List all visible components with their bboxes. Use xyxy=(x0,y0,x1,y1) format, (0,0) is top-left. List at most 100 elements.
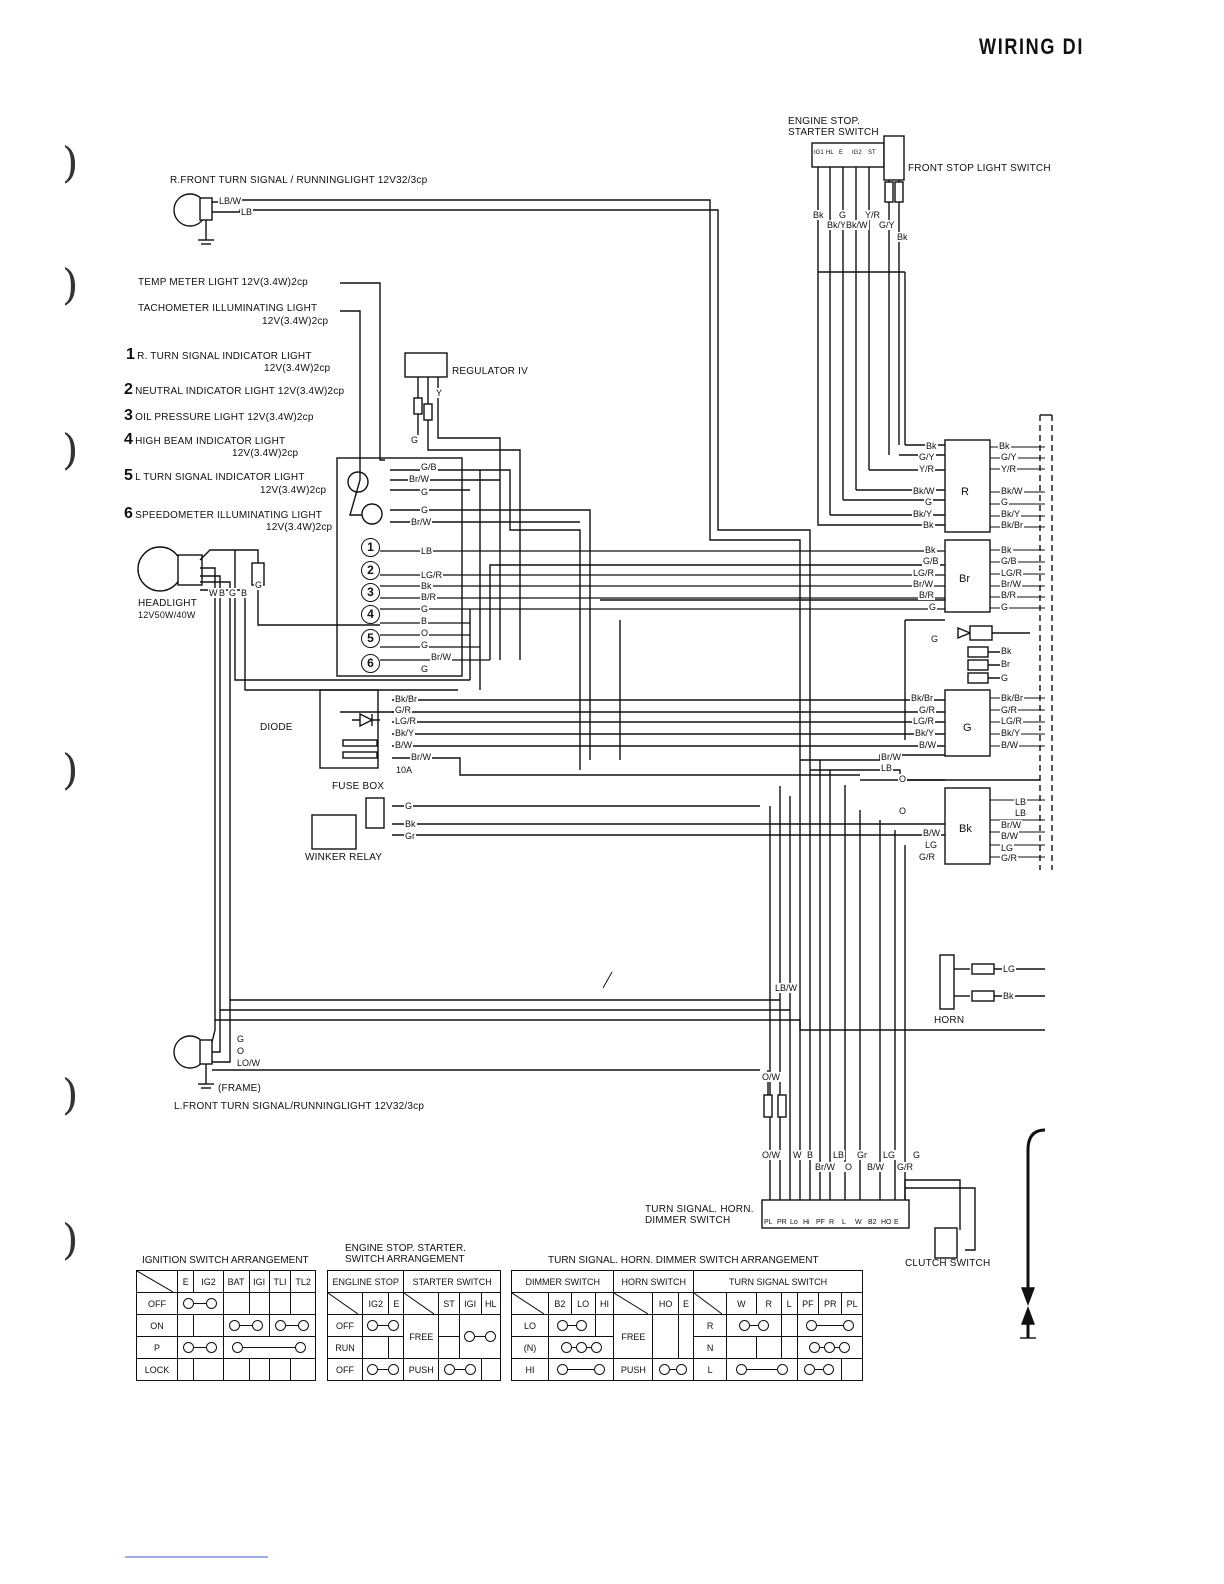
wire-label: O/W xyxy=(761,1072,781,1082)
col-e: E xyxy=(388,1292,405,1315)
connector-r-letter: R xyxy=(961,486,969,498)
dimmer-head: DIMMER SWITCH xyxy=(510,1270,615,1293)
wire-label: Br/W xyxy=(410,517,432,527)
engine-stop-table-caption-2: SWITCH ARRANGEMENT xyxy=(345,1254,465,1265)
connector-g xyxy=(944,689,991,757)
fuse-box-label: FUSE BOX xyxy=(332,781,385,792)
wire-label: G xyxy=(420,640,430,650)
diode-label: DIODE xyxy=(260,722,293,733)
wire-label: Br/W xyxy=(408,474,430,484)
binder-hole: ) xyxy=(62,1215,79,1264)
turn-switch-pin-ho: HO xyxy=(881,1219,892,1226)
wire-label: Br/W xyxy=(410,752,432,762)
ignition-corner xyxy=(136,1270,178,1293)
wire-label: B xyxy=(420,616,429,626)
col-r: R xyxy=(755,1292,782,1315)
wire-label: Bk xyxy=(922,520,935,530)
wire-label: G xyxy=(912,1150,922,1160)
turn-switch-pin-pl: PL xyxy=(764,1219,773,1226)
wire-label: O xyxy=(898,774,908,784)
turn-switch-label-2: DIMMER SWITCH xyxy=(645,1215,731,1226)
col-tl1: TLI xyxy=(268,1270,292,1293)
wire-label: B xyxy=(240,588,249,598)
col-hi: HI xyxy=(594,1292,615,1315)
wire-label: Bk xyxy=(1000,545,1013,555)
col-st: ST xyxy=(438,1292,460,1315)
wire-label: Bk/W xyxy=(1000,486,1024,496)
row-n-turn: N xyxy=(693,1336,728,1359)
page-title: WIRING DI xyxy=(979,34,1084,59)
wire-label: Y/R xyxy=(1000,464,1018,474)
engine-stop-pin-st: ST xyxy=(868,150,876,156)
col-ig1: IGI xyxy=(458,1292,482,1315)
turn-switch-label: TURN SIGNAL. HORN. xyxy=(645,1204,754,1215)
wire-label: B xyxy=(806,1150,815,1160)
col-ig2: IG2 xyxy=(193,1270,224,1293)
ignition-switch-table: E IG2 BAT IGI TLI TL2 OFF ON P LOCK xyxy=(136,1270,317,1381)
wire-label: G xyxy=(928,602,938,612)
wire-label: G xyxy=(1000,497,1010,507)
engine-stop-connector xyxy=(811,142,885,168)
row-push: PUSH xyxy=(403,1358,440,1381)
temp-meter-lamp xyxy=(347,471,369,493)
wire-label: Bk xyxy=(404,819,417,829)
wire-label: Br/W xyxy=(430,652,452,662)
n-turn-connection xyxy=(796,1336,863,1359)
turn-horn-dimmer-table: DIMMER SWITCH HORN SWITCH TURN SIGNAL SW… xyxy=(510,1270,863,1381)
col-pf: PF xyxy=(796,1292,820,1315)
wire-label: Bk/W xyxy=(845,220,869,230)
front-stop-switch-body xyxy=(883,135,905,181)
wire-label: Bk xyxy=(896,232,909,242)
wire-label: Br xyxy=(1000,659,1011,669)
engine-stop-pin-hl: HL xyxy=(826,150,834,156)
wire-label: Gr xyxy=(404,831,416,841)
wire-label: O xyxy=(844,1162,854,1172)
wire-label: Br/W xyxy=(1000,579,1022,589)
wire-label: LB xyxy=(880,763,894,773)
wire-label: B/W xyxy=(394,740,413,750)
ignition-table-caption: IGNITION SWITCH ARRANGEMENT xyxy=(142,1255,309,1266)
wire-label: Bk xyxy=(925,441,938,451)
col-e: E xyxy=(176,1270,195,1293)
dimmer-corner xyxy=(511,1292,549,1315)
col-tl2: TL2 xyxy=(290,1270,316,1293)
col-w: W xyxy=(726,1292,757,1315)
tachometer-rating: 12V(3.4W)2cp xyxy=(262,316,329,327)
col-l: L xyxy=(780,1292,798,1315)
connector-r xyxy=(944,439,991,533)
lo-connection xyxy=(548,1314,596,1337)
tachometer-label: TACHOMETER ILLUMINATING LIGHT xyxy=(138,303,318,314)
regulator-label: REGULATOR IV xyxy=(452,366,528,377)
p-connection-1 xyxy=(177,1336,224,1359)
horn-body xyxy=(939,954,955,1010)
wire-label: LG/R xyxy=(1000,716,1024,726)
turn-switch-pin-lo: Lo xyxy=(790,1219,798,1226)
wire-label: G/R xyxy=(1000,853,1019,863)
wire-label: G/B xyxy=(420,462,438,472)
connector-bk xyxy=(944,787,991,865)
row-off: OFF xyxy=(327,1314,363,1337)
wire-label: Br/W xyxy=(1000,820,1022,830)
circled-number-5: 5 xyxy=(361,629,380,648)
row-lock: LOCK xyxy=(136,1358,178,1381)
wire-label: G xyxy=(1000,673,1010,683)
wire-label: G/Y xyxy=(878,220,896,230)
col-pr: PR xyxy=(818,1292,843,1315)
row-n: (N) xyxy=(511,1336,549,1359)
row-on: ON xyxy=(136,1314,178,1337)
turn-switch-pin-pf: PF xyxy=(816,1219,825,1226)
tacho-lamp xyxy=(361,503,383,525)
winker-relay-label: WINKER RELAY xyxy=(305,852,383,863)
wire-label: LB xyxy=(832,1150,846,1160)
circled-number-6: 6 xyxy=(361,654,380,673)
wire-label: G xyxy=(420,664,430,674)
indicator-4-rating: 12V(3.4W)2cp xyxy=(232,448,299,459)
wire-label: B/W xyxy=(922,828,941,838)
headlight-label: HEADLIGHT xyxy=(138,598,198,609)
wire-label: G/B xyxy=(1000,556,1018,566)
